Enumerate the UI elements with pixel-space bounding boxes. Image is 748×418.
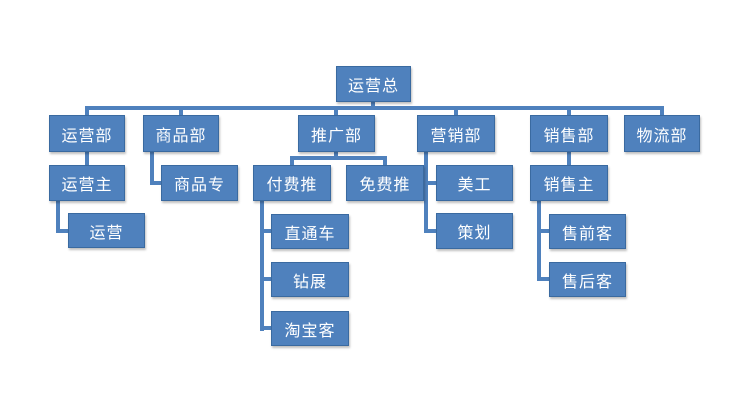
node-aftersales-service: 售后客 bbox=[549, 262, 626, 297]
node-marketing-dept: 营销部 bbox=[417, 115, 495, 152]
node-through-train: 直通车 bbox=[271, 214, 349, 249]
node-free-promotion: 免费推 bbox=[346, 165, 424, 201]
node-taobao-affiliate: 淘宝客 bbox=[271, 311, 349, 346]
node-root: 运营总 bbox=[336, 66, 411, 102]
node-operations-staff: 运营 bbox=[68, 213, 145, 248]
node-operations-dept: 运营部 bbox=[49, 115, 125, 152]
node-sales-dept: 销售部 bbox=[530, 115, 608, 152]
node-sales-lead: 销售主 bbox=[530, 165, 608, 201]
node-planning: 策划 bbox=[436, 213, 513, 249]
node-paid-promotion: 付费推 bbox=[253, 165, 331, 201]
node-logistics-dept: 物流部 bbox=[624, 115, 700, 152]
node-product-dept: 商品部 bbox=[143, 115, 219, 152]
node-diamond-booth: 钻展 bbox=[271, 262, 349, 297]
node-presales-service: 售前客 bbox=[549, 214, 626, 249]
node-promotion-dept: 推广部 bbox=[298, 115, 375, 152]
node-operations-lead: 运营主 bbox=[49, 165, 125, 201]
node-art-design: 美工 bbox=[436, 165, 513, 201]
node-product-specialist: 商品专 bbox=[161, 165, 238, 201]
